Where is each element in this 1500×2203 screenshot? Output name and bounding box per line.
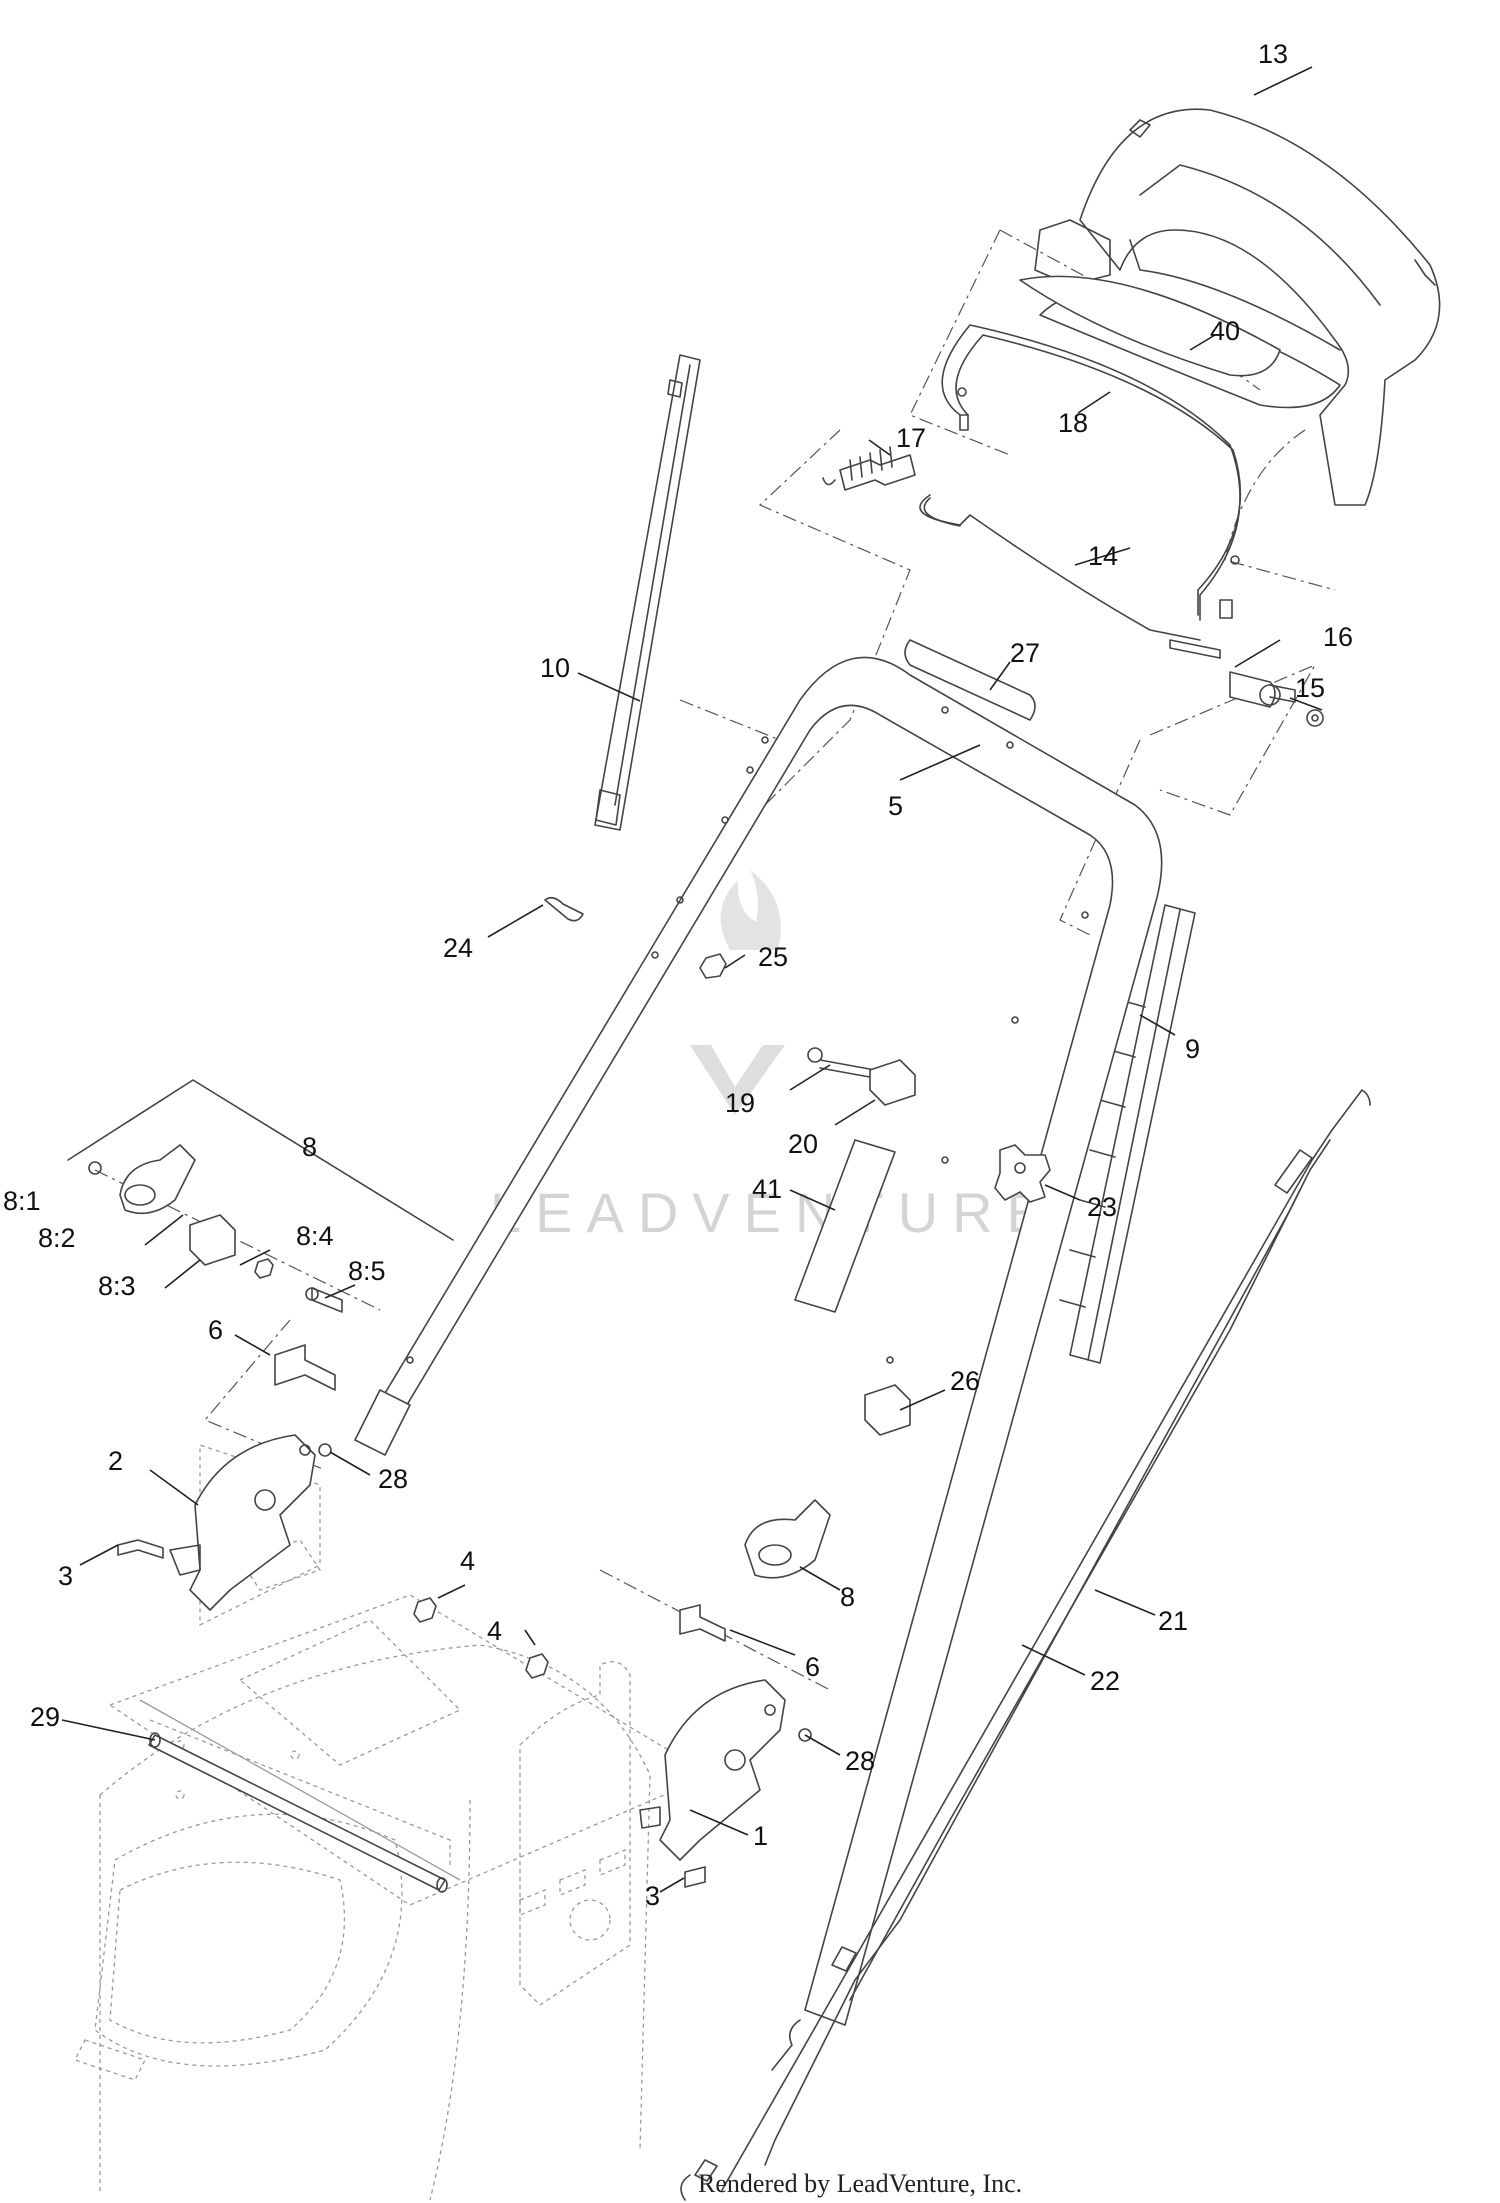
callout-25: 25 xyxy=(758,942,788,972)
callout-9: 9 xyxy=(1185,1034,1200,1064)
callout-8-kit: 8 xyxy=(302,1132,317,1162)
callout-1: 1 xyxy=(753,1821,768,1851)
callout-24: 24 xyxy=(443,933,473,963)
callout-16: 16 xyxy=(1323,622,1353,652)
callout-6-left: 6 xyxy=(208,1315,223,1345)
callout-14: 14 xyxy=(1088,541,1118,571)
callout-8-1: 8:1 xyxy=(3,1186,41,1216)
watermark-text: LEADVENTURE xyxy=(490,1181,1058,1244)
cam-lever-8 xyxy=(744,1499,831,1579)
nut-4-left xyxy=(413,1597,437,1623)
upper-handle-5 xyxy=(354,656,1163,2026)
washer-15 xyxy=(1306,709,1324,727)
bolt-3-right xyxy=(684,1866,706,1888)
cables-21-22 xyxy=(680,1089,1371,2201)
callout-8-5: 8:5 xyxy=(348,1256,386,1286)
washer-8-1 xyxy=(88,1161,102,1175)
callout-29: 29 xyxy=(30,1702,60,1732)
spring-17 xyxy=(822,446,916,491)
cam-lever-8-2 xyxy=(119,1144,196,1215)
callout-27: 27 xyxy=(1010,638,1040,668)
callout-19: 19 xyxy=(725,1088,755,1118)
nut-25 xyxy=(699,953,727,979)
bolt-6-left xyxy=(274,1344,336,1391)
callouts: 13 40 18 17 14 16 15 27 10 5 24 25 9 19 … xyxy=(3,39,1353,1911)
callout-18: 18 xyxy=(1058,408,1088,438)
callout-5: 5 xyxy=(888,791,903,821)
callout-20: 20 xyxy=(788,1129,818,1159)
callout-8-2: 8:2 xyxy=(38,1223,76,1253)
kit-8-lines xyxy=(67,1079,454,1311)
clip-10 xyxy=(594,354,701,831)
bolt-3-left xyxy=(117,1539,164,1559)
callout-3-left: 3 xyxy=(58,1561,73,1591)
bracket-2 xyxy=(169,1434,316,1611)
tube-27 xyxy=(904,639,1036,721)
sticker-41 xyxy=(794,1139,896,1313)
callout-15: 15 xyxy=(1295,673,1325,703)
rod-29 xyxy=(148,1732,448,1893)
cover-40 xyxy=(1019,275,1281,377)
callout-3-right: 3 xyxy=(645,1881,660,1911)
bail-18 xyxy=(941,324,1242,621)
nut-28-right xyxy=(798,1728,812,1742)
callout-13: 13 xyxy=(1258,39,1288,69)
nut-4-right xyxy=(525,1653,549,1679)
watermark: LEADVENTURE xyxy=(490,870,1058,1244)
nut-28-left xyxy=(318,1443,332,1457)
clip-24 xyxy=(544,896,584,922)
knob-23 xyxy=(994,1144,1051,1203)
callout-8-right: 8 xyxy=(840,1582,855,1612)
bolt-8-5 xyxy=(305,1287,343,1313)
callout-4-right: 4 xyxy=(487,1616,502,1646)
callout-8-3: 8:3 xyxy=(98,1271,136,1301)
callout-28-right: 28 xyxy=(845,1746,875,1776)
footer-credit: Rendered by LeadVenture, Inc. xyxy=(698,2169,1022,2198)
callout-6-right: 6 xyxy=(805,1652,820,1682)
spacer-26 xyxy=(864,1384,911,1436)
callout-2: 2 xyxy=(108,1446,123,1476)
callout-8-4: 8:4 xyxy=(296,1221,334,1251)
callout-28-left: 28 xyxy=(378,1464,408,1494)
leader-lines xyxy=(61,66,1323,1893)
callout-41: 41 xyxy=(752,1174,782,1204)
callout-4-left: 4 xyxy=(460,1546,475,1576)
fitting-16 xyxy=(1229,671,1296,708)
callout-26: 26 xyxy=(950,1366,980,1396)
callout-21: 21 xyxy=(1158,1606,1188,1636)
bolt-6-right xyxy=(679,1604,726,1642)
bolt-19 xyxy=(807,1047,876,1079)
callout-10: 10 xyxy=(540,653,570,683)
callout-17: 17 xyxy=(896,423,926,453)
control-rod-14 xyxy=(919,494,1221,659)
spacer-20 xyxy=(869,1059,916,1106)
cam-8-3 xyxy=(189,1214,236,1266)
callout-22: 22 xyxy=(1090,1666,1120,1696)
callout-40: 40 xyxy=(1210,316,1240,346)
nut-8-4 xyxy=(254,1258,274,1279)
clip-9 xyxy=(1059,904,1196,1364)
bracket-1 xyxy=(639,1679,786,1861)
callout-23: 23 xyxy=(1087,1192,1117,1222)
mower-deck xyxy=(74,1644,651,2201)
